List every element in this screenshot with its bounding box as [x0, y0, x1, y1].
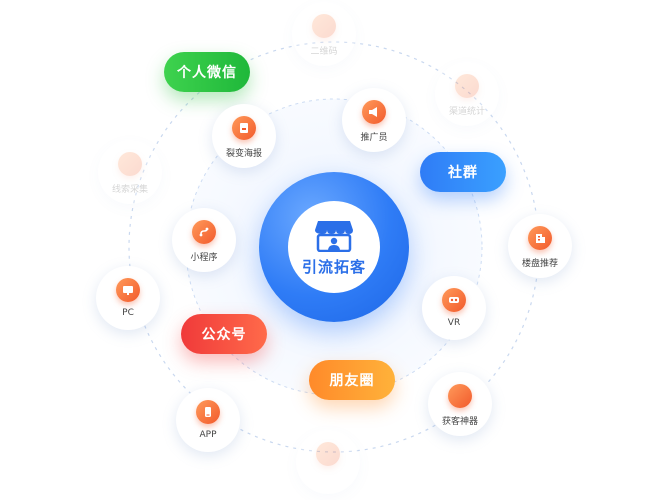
- node-qrcode[interactable]: 二维码: [292, 2, 356, 66]
- pill-community[interactable]: 社群: [420, 152, 506, 192]
- node-building-recommend[interactable]: 楼盘推荐: [508, 214, 572, 278]
- node-mini-program[interactable]: 小程序: [172, 208, 236, 272]
- node-vr[interactable]: VR: [422, 276, 486, 340]
- node-promoter[interactable]: 推广员: [342, 88, 406, 152]
- building-icon: [528, 226, 552, 250]
- node-pc[interactable]: PC: [96, 266, 160, 330]
- pill-moments[interactable]: 朋友圈: [309, 360, 395, 400]
- node-bottom[interactable]: [296, 430, 360, 494]
- poster-icon: [232, 116, 256, 140]
- miniprogram-icon: [192, 220, 216, 244]
- node-app[interactable]: APP: [176, 388, 240, 452]
- phone-icon: [196, 400, 220, 424]
- qrcode-icon: [312, 14, 336, 38]
- center-title: 引流拓客: [301, 257, 366, 276]
- magnet-icon: [448, 384, 472, 408]
- pill-personal-wechat[interactable]: 个人微信: [164, 52, 250, 92]
- collect-icon: [118, 152, 142, 176]
- vr-icon: [442, 288, 466, 312]
- monitor-icon: [116, 278, 140, 302]
- chart-icon: [455, 74, 479, 98]
- store-icon: [315, 220, 353, 252]
- center-inner: 引流拓客: [288, 201, 380, 293]
- node-channel-stats[interactable]: 渠道统计: [435, 62, 499, 126]
- megaphone-icon: [362, 100, 386, 124]
- pill-official-account[interactable]: 公众号: [181, 314, 267, 354]
- node-fission-poster[interactable]: 裂变海报: [212, 104, 276, 168]
- node-lead-collect[interactable]: 线索采集: [98, 140, 162, 204]
- link-icon: [316, 442, 340, 466]
- node-acquire-tool[interactable]: 获客神器: [428, 372, 492, 436]
- center-hub: 引流拓客: [259, 172, 409, 322]
